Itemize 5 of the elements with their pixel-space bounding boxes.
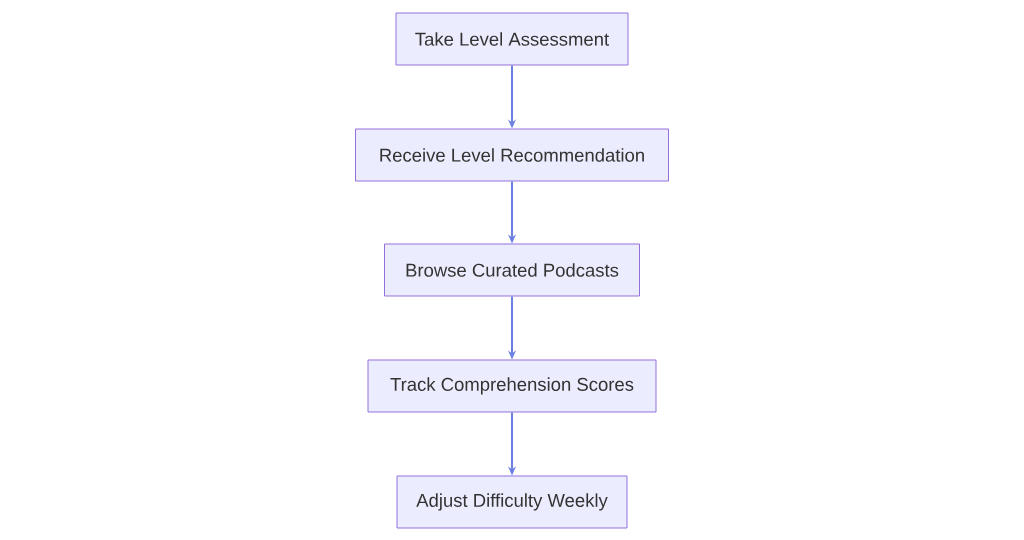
process-box: Take Level Assessment (395, 12, 629, 66)
process-box: Receive Level Recommendation (355, 128, 669, 182)
process-box: Adjust Difficulty Weekly (396, 475, 628, 529)
process-box: Browse Curated Podcasts (384, 243, 640, 297)
process-box: Track Comprehension Scores (367, 359, 657, 413)
